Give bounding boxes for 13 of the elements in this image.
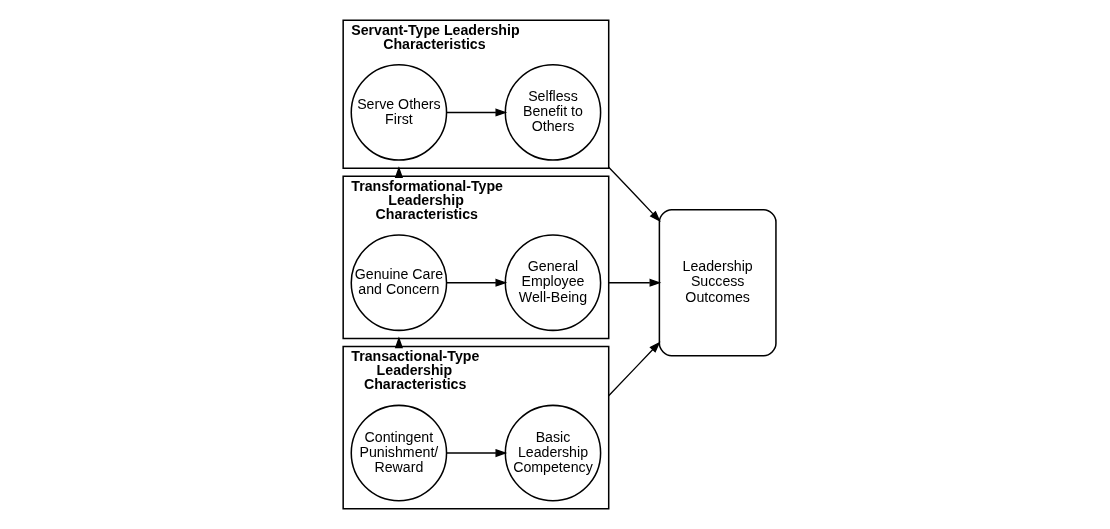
arrow — [445, 448, 507, 458]
node-circle: Contingent Punishment/ Reward — [350, 404, 447, 502]
arrow — [445, 278, 507, 287]
node-circle: Serve Others First — [350, 64, 447, 161]
arrow — [445, 108, 507, 117]
node-circle: Basic Leadership Competency — [504, 404, 601, 502]
arrow — [607, 341, 661, 397]
node-box: Leadership Success Outcomes — [658, 209, 777, 357]
node-circle: General Employee Well-Being — [504, 234, 601, 332]
arrow — [607, 278, 661, 287]
node-circle: Genuine Care and Concern — [350, 234, 447, 332]
arrow — [607, 166, 661, 223]
node-circle: Selfless Benefit to Others — [504, 64, 601, 161]
